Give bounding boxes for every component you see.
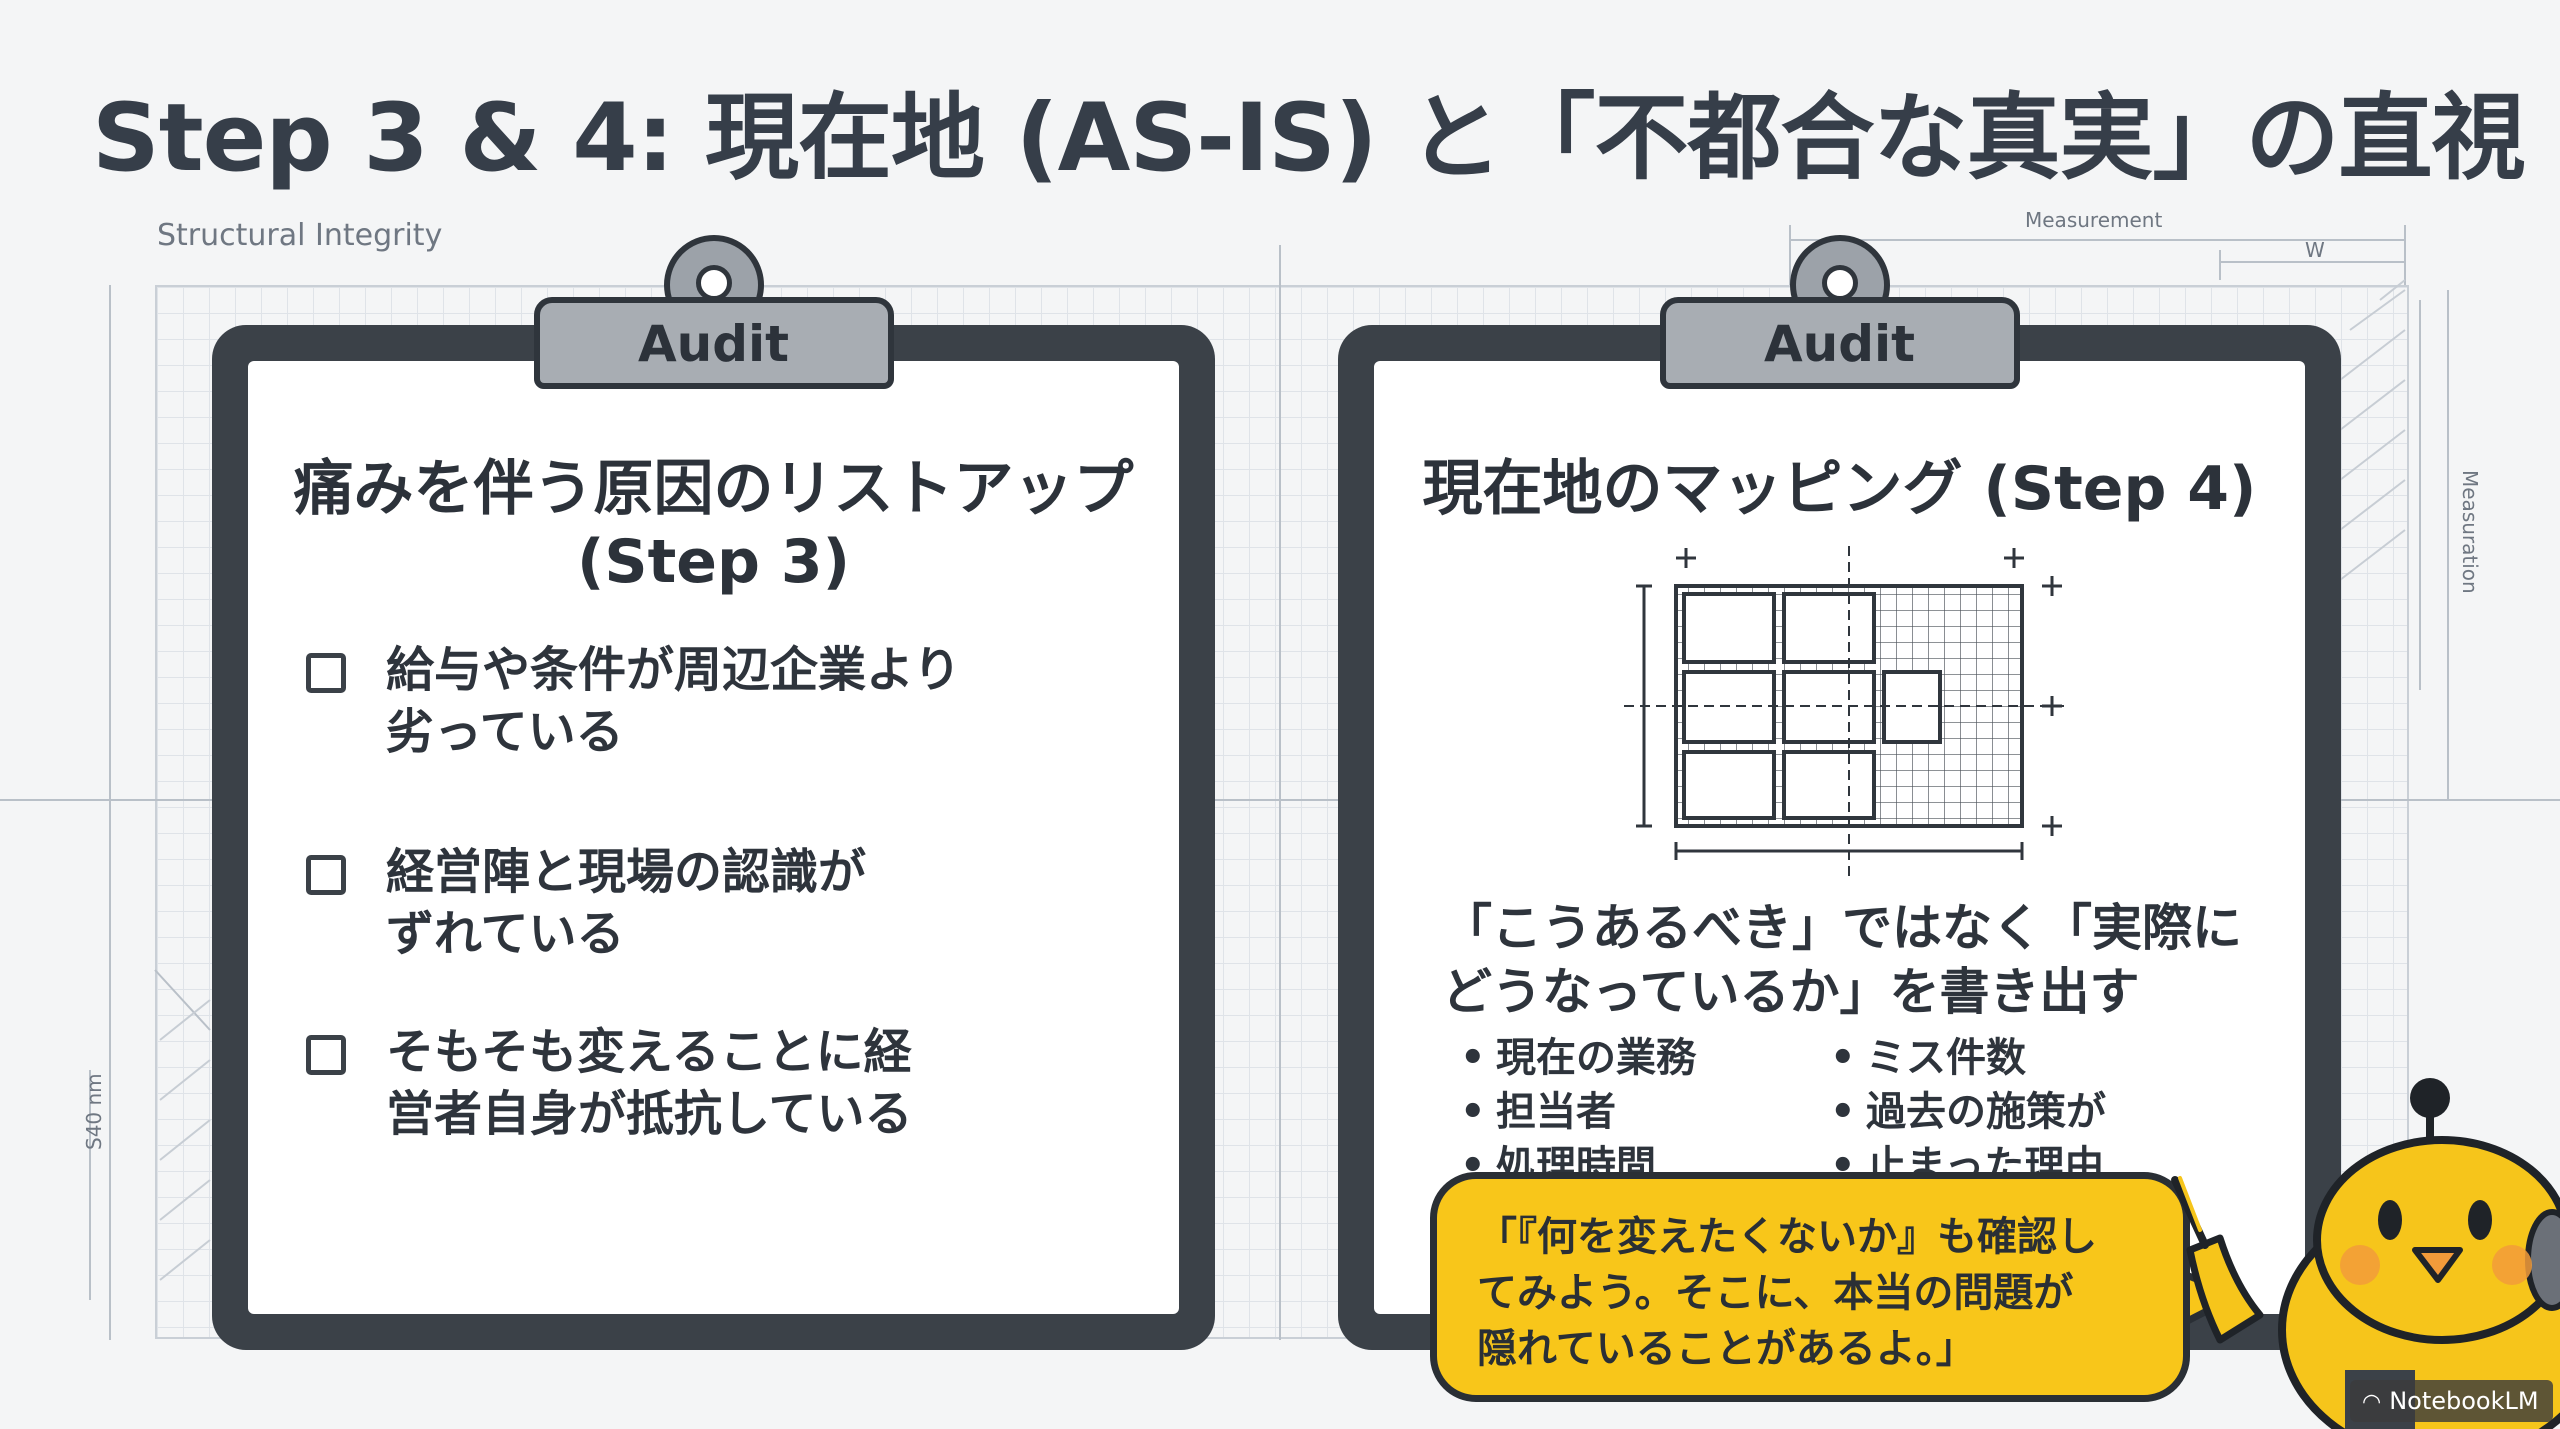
measurement-side-label: Measuration <box>2458 470 2482 594</box>
step3-title-line1: 痛みを伴う原因のリストアップ <box>293 454 1134 524</box>
mapping-quote: 「こうあるべき」ではなく「実際に どうなっているか」を書き出す <box>1442 899 2242 1021</box>
speech-bubble-text: 「『何を変えたくないか』も確認し てみよう。そこに、本当の問題が 隠れていること… <box>1477 1214 2097 1372</box>
checklist-item-text: 経営陣と現場の認識が ずれている <box>386 844 867 963</box>
notebooklm-watermark: ◠NotebookLM <box>2350 1380 2553 1422</box>
list-item: 現在の業務 <box>1454 1031 1696 1085</box>
checkbox-icon[interactable] <box>306 653 346 693</box>
measurement-label: Measurement <box>2025 208 2163 232</box>
clipboard-step3: 痛みを伴う原因のリストアップ (Step 3) 給与や条件が周辺企業より 劣って… <box>212 235 1215 1350</box>
step4-title: 現在地のマッピング (Step 4) <box>1422 454 2257 524</box>
list-item: 担当者 <box>1454 1085 1696 1139</box>
checkbox-icon[interactable] <box>306 1035 346 1075</box>
list-item: ミス件数 <box>1824 1031 2106 1085</box>
structural-integrity-label: Structural Integrity <box>157 218 443 253</box>
notebooklm-logo-icon: ◠ <box>2362 1390 2382 1415</box>
page-title: Step 3 & 4: 現在地 (AS-IS) と「不都合な真実」の直視 <box>92 84 2525 193</box>
audit-tab: Audit <box>1659 297 2020 389</box>
clip-head: Audit <box>533 235 894 435</box>
floor-plan-diagram <box>1624 546 2064 876</box>
bullet-list-right: ミス件数 過去の施策が 止まった理由 <box>1824 1031 2106 1193</box>
audit-tab: Audit <box>533 297 894 389</box>
clipboard-paper: 痛みを伴う原因のリストアップ (Step 3) 給与や条件が周辺企業より 劣って… <box>248 361 1179 1314</box>
robot-chick-mascot-icon <box>2171 1078 2560 1429</box>
checkbox-icon[interactable] <box>306 855 346 895</box>
step3-title-line2: (Step 3) <box>576 527 851 597</box>
checklist-item-text: そもそも変えることに経 営者自身が抵抗している <box>386 1024 913 1143</box>
speech-bubble: 「『何を変えたくないか』も確認し てみよう。そこに、本当の問題が 隠れていること… <box>1430 1172 2190 1402</box>
clipboard-step4: 現在地のマッピング (Step 4) <box>1338 235 2341 1350</box>
clip-head: Audit <box>1659 235 2020 435</box>
checklist-item-text: 給与や条件が周辺企業より 劣っている <box>386 642 962 761</box>
clipboard-paper: 現在地のマッピング (Step 4) <box>1374 361 2305 1314</box>
list-item: 過去の施策が <box>1824 1085 2106 1139</box>
measurement-w-label: W <box>2305 238 2325 262</box>
dimension-label: S40 nm <box>82 1073 106 1150</box>
bullet-list-left: 現在の業務 担当者 処理時間 <box>1454 1031 1696 1193</box>
